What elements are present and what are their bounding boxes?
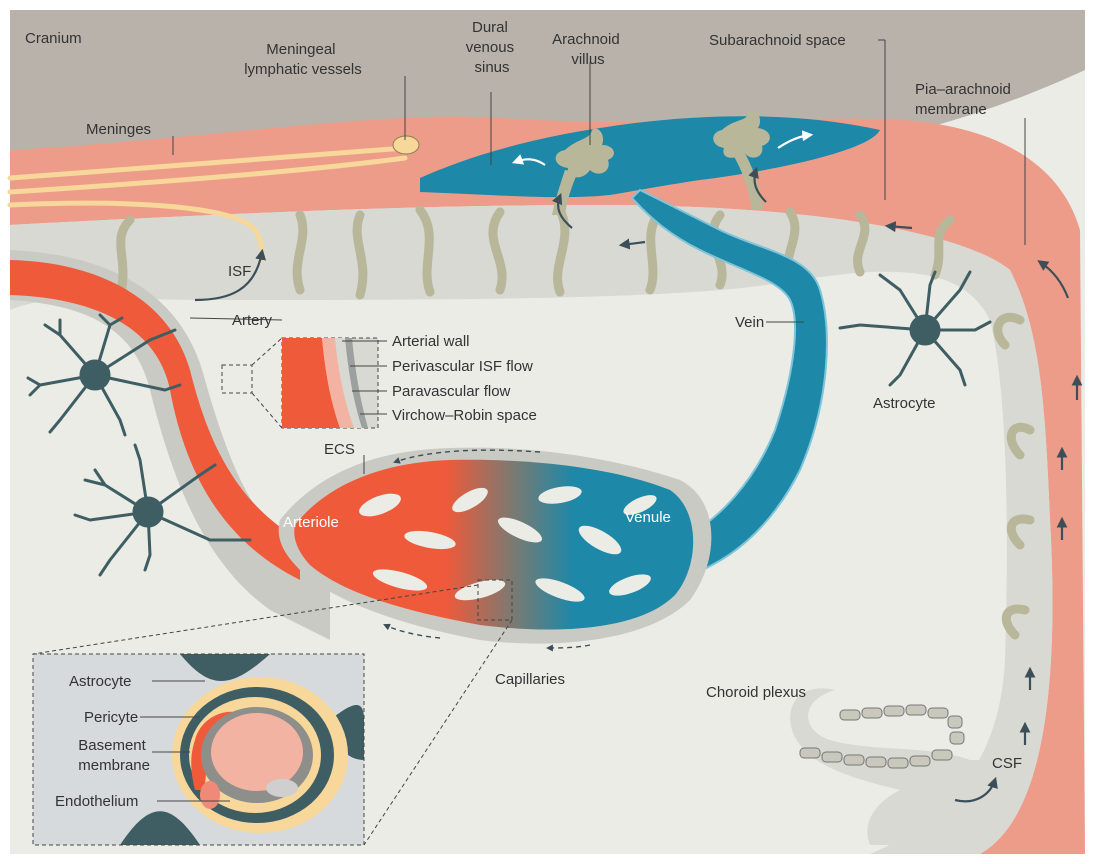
- label-subarachnoid-space: Subarachnoid space: [709, 32, 846, 49]
- label-astrocyte-right: Astrocyte: [873, 395, 936, 412]
- label-virchow-robin-space: Virchow–Robin space: [392, 407, 537, 424]
- label-artery: Artery: [232, 312, 273, 329]
- label-inset-endothelium: Endothelium: [55, 793, 138, 810]
- label-ecs: ECS: [324, 441, 355, 458]
- label-venule: Venule: [625, 509, 671, 526]
- label-csf: CSF: [992, 755, 1022, 772]
- label-cranium: Cranium: [25, 30, 82, 47]
- label-vein: Vein: [735, 314, 764, 331]
- label-perivascular-isf-flow: Perivascular ISF flow: [392, 358, 533, 375]
- label-inset-pericyte: Pericyte: [84, 709, 138, 726]
- label-arteriole: Arteriole: [283, 514, 339, 531]
- label-choroid-plexus: Choroid plexus: [706, 684, 806, 701]
- label-capillaries: Capillaries: [495, 671, 565, 688]
- label-isf: ISF: [228, 263, 251, 280]
- label-arterial-wall: Arterial wall: [392, 333, 470, 350]
- label-paravascular-flow: Paravascular flow: [392, 383, 511, 400]
- label-meninges: Meninges: [86, 121, 151, 138]
- lymphatic-vessel-cross-section: [393, 136, 419, 154]
- label-inset-astrocyte: Astrocyte: [69, 673, 132, 690]
